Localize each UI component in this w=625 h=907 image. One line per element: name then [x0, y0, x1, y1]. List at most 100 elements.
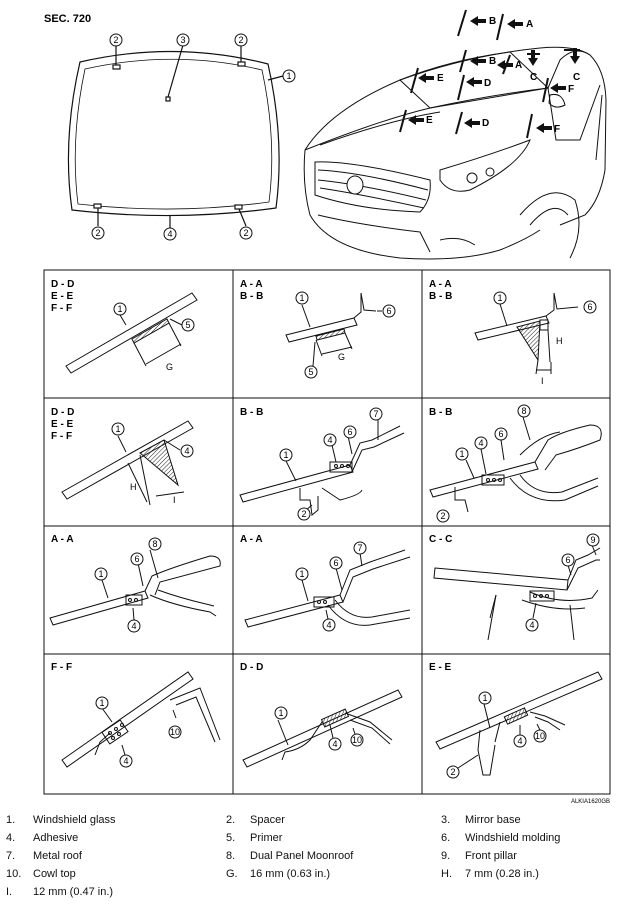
svg-text:D - D: D - D [240, 662, 263, 673]
svg-text:4: 4 [167, 229, 172, 239]
svg-text:A - A: A - A [240, 279, 263, 290]
legend: 1. Windshield glass 2. Spacer 3. Mirror … [0, 810, 625, 907]
svg-text:6: 6 [347, 427, 352, 437]
legend-num: 4. [6, 832, 16, 844]
svg-text:A - A: A - A [429, 279, 452, 290]
svg-text:9: 9 [590, 535, 595, 545]
svg-text:3: 3 [180, 35, 185, 45]
svg-text:1: 1 [497, 293, 502, 303]
svg-text:D - D: D - D [51, 279, 74, 290]
svg-text:C: C [530, 72, 537, 83]
panel-grid [43, 269, 611, 795]
legend-num: 1. [6, 814, 16, 826]
svg-text:2: 2 [238, 35, 243, 45]
svg-text:4: 4 [123, 756, 128, 766]
svg-text:10: 10 [352, 735, 362, 745]
section-code: SEC. 720 [44, 13, 91, 25]
svg-text:2: 2 [243, 228, 248, 238]
legend-num: 3. [441, 814, 451, 826]
car-drawing [303, 46, 607, 260]
svg-text:H: H [130, 482, 137, 492]
legend-text: Cowl top [33, 868, 76, 880]
svg-text:7: 7 [373, 409, 378, 419]
legend-text: 12 mm (0.47 in.) [33, 886, 114, 898]
svg-text:F - F: F - F [51, 303, 72, 314]
panel-10: D - D 1 4 10 [240, 662, 403, 768]
svg-text:6: 6 [565, 555, 570, 565]
svg-text:E: E [426, 115, 433, 126]
panel-5: B - B 8 4 6 1 2 [429, 404, 602, 523]
legend-text: Windshield glass [33, 814, 116, 826]
svg-text:A - A: A - A [51, 534, 74, 545]
legend-text: Spacer [250, 814, 285, 826]
svg-text:1: 1 [459, 449, 464, 459]
svg-text:F - F: F - F [51, 662, 72, 673]
svg-text:E - E: E - E [429, 662, 452, 673]
svg-text:10: 10 [535, 731, 545, 741]
svg-text:1: 1 [117, 304, 122, 314]
svg-text:2: 2 [301, 509, 306, 519]
svg-text:E - E: E - E [51, 419, 74, 430]
svg-text:F - F: F - F [51, 431, 72, 442]
legend-num: 2. [226, 814, 236, 826]
svg-text:A - A: A - A [240, 534, 263, 545]
legend-num: 8. [226, 850, 236, 862]
panel-3: D - D E - E F - F 1 4 H I [51, 407, 194, 506]
panel-1: A - A B - B 1 6 5 G [240, 279, 396, 379]
panel-6: A - A 8 6 1 4 [49, 534, 221, 633]
section-letters: B A B A E D E D C C F F [426, 16, 580, 135]
panel-11: E - E 1 4 10 2 [429, 662, 603, 779]
legend-num: G. [226, 868, 238, 880]
svg-text:5: 5 [185, 320, 190, 330]
svg-text:6: 6 [386, 306, 391, 316]
svg-text:1: 1 [98, 569, 103, 579]
svg-text:2: 2 [450, 767, 455, 777]
legend-num: 9. [441, 850, 451, 862]
svg-text:B - B: B - B [240, 407, 263, 418]
svg-text:2: 2 [113, 35, 118, 45]
svg-text:4: 4 [326, 620, 331, 630]
legend-text: Adhesive [33, 832, 79, 844]
svg-text:E - E: E - E [51, 291, 74, 302]
svg-text:F: F [568, 84, 574, 95]
svg-text:5: 5 [308, 367, 313, 377]
svg-text:B: B [489, 56, 496, 67]
svg-text:2: 2 [440, 511, 445, 521]
svg-text:4: 4 [478, 438, 483, 448]
svg-text:B - B: B - B [429, 407, 452, 418]
legend-num: 10. [6, 868, 22, 880]
legend-text: Front pillar [465, 850, 517, 862]
panel-0: D - D E - E F - F 1 5 G [51, 279, 198, 374]
legend-text: Windshield molding [465, 832, 561, 844]
figure-code: ALKIA1620GB [571, 799, 610, 805]
svg-text:1: 1 [283, 450, 288, 460]
svg-text:1: 1 [115, 424, 120, 434]
svg-text:I: I [541, 376, 544, 386]
svg-text:8: 8 [521, 406, 526, 416]
svg-text:6: 6 [587, 302, 592, 312]
legend-text: 16 mm (0.63 in.) [250, 868, 331, 880]
svg-text:8: 8 [152, 539, 157, 549]
legend-text: Dual Panel Moonroof [250, 850, 354, 862]
legend-num: I. [6, 886, 13, 898]
svg-text:G: G [166, 362, 173, 372]
windshield-drawing [67, 44, 284, 228]
svg-text:1: 1 [299, 293, 304, 303]
svg-text:B - B: B - B [429, 291, 452, 302]
panel-4: B - B 7 4 6 1 2 [239, 407, 405, 521]
legend-text: Primer [250, 832, 283, 844]
legend-text: Mirror base [465, 814, 521, 826]
legend-num: H. [441, 868, 452, 880]
svg-text:G: G [338, 352, 345, 362]
svg-text:10: 10 [170, 727, 180, 737]
svg-text:4: 4 [131, 621, 136, 631]
panel-7: A - A 7 6 1 4 [240, 534, 411, 632]
svg-text:B - B: B - B [240, 291, 263, 302]
svg-text:A: A [515, 60, 522, 71]
svg-text:E: E [437, 73, 444, 84]
svg-text:F: F [554, 124, 560, 135]
svg-text:I: I [173, 495, 176, 505]
svg-text:C: C [573, 72, 580, 83]
svg-text:4: 4 [529, 620, 534, 630]
